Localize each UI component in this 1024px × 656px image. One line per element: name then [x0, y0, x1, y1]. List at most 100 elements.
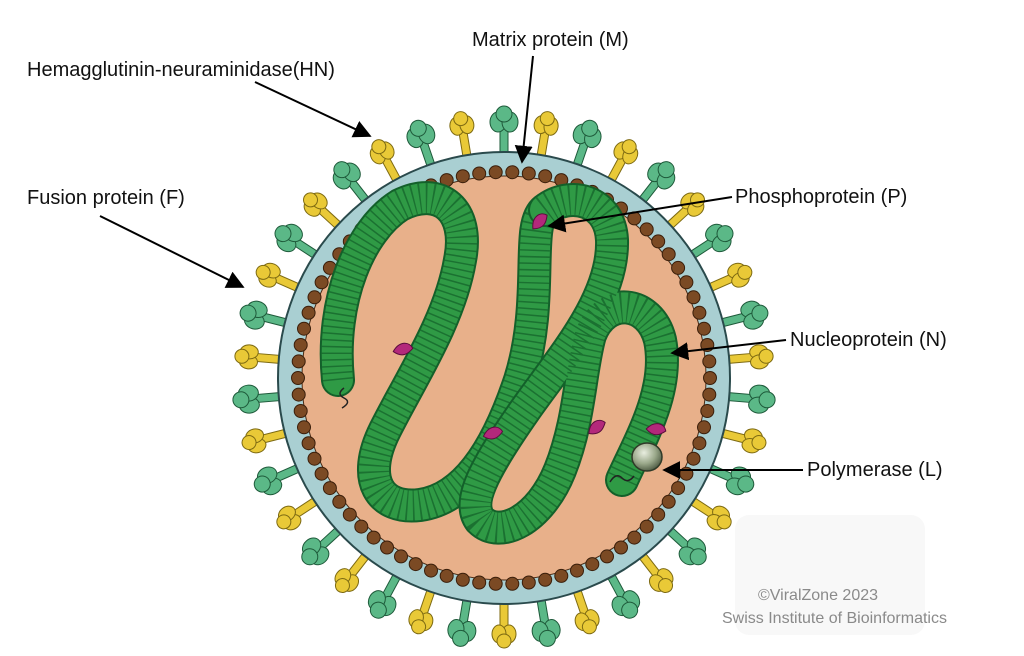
matrix-bead [297, 321, 311, 336]
ribbon-segments [460, 185, 677, 543]
rna-tail-right [609, 475, 635, 483]
matrix-bead [538, 572, 553, 587]
matrix-bead [291, 387, 306, 402]
matrix-bead [585, 557, 600, 572]
arrow-n [670, 339, 787, 361]
matrix-bead [291, 354, 306, 369]
matrix-bead [697, 321, 711, 336]
hn-spike [239, 300, 293, 330]
matrix-bead [661, 247, 676, 262]
matrix-bead [702, 387, 717, 402]
matrix-bead [307, 290, 322, 305]
matrix-bead [455, 169, 470, 184]
matrix-bead [692, 305, 707, 320]
label-phosphoprotein: Phosphoprotein (P) [735, 186, 907, 208]
matrix-bead [301, 436, 316, 451]
hn-spike [703, 462, 755, 496]
matrix-bead [671, 481, 686, 496]
f-spike [571, 584, 600, 635]
matrix-bead [661, 494, 676, 509]
credit-line-1: ©ViralZone 2023 [758, 587, 878, 604]
matrix-bead [472, 575, 487, 590]
matrix-bead [692, 436, 707, 451]
matrix-bead [314, 275, 329, 290]
matrix-bead [570, 563, 584, 578]
credit-line-2: Swiss Institute of Bioinformatics [722, 610, 947, 627]
matrix-bead [697, 420, 711, 435]
matrix-bead [627, 530, 642, 545]
matrix-bead [505, 576, 520, 591]
phosphoprotein-icon [482, 426, 504, 440]
rna-tail-left [339, 387, 349, 409]
matrix-bead [538, 169, 553, 184]
phosphoprotein-icon [645, 423, 667, 436]
hn-spike [253, 462, 305, 496]
phosphoprotein-group [392, 213, 667, 440]
matrix-bead [455, 572, 470, 587]
label-fusion-protein: Fusion protein (F) [27, 187, 185, 209]
matrix-bead [488, 576, 503, 591]
matrix-bead [521, 575, 536, 590]
f-spike [722, 344, 774, 370]
nucleocapsid-ribbons [319, 181, 679, 545]
label-hemagglutinin-neuraminidase: Hemagglutinin-neuraminidase(HN) [27, 59, 335, 81]
phosphoprotein-icon [588, 419, 606, 435]
f-spike [491, 597, 517, 649]
matrix-bead [554, 568, 569, 583]
hn-spike [489, 105, 519, 159]
matrix-bead [651, 507, 666, 522]
matrix-bead [297, 420, 311, 435]
matrix-bead [671, 260, 686, 275]
matrix-bead [472, 166, 487, 181]
matrix-bead [600, 549, 614, 564]
matrix-bead [314, 466, 329, 481]
hn-spike [232, 384, 286, 414]
matrix-bead [332, 494, 347, 509]
polymerase-icon [631, 442, 663, 472]
hn-spike [722, 384, 776, 414]
matrix-bead [293, 404, 308, 418]
matrix-bead [651, 234, 666, 249]
matrix-bead [521, 166, 536, 181]
f-spike [449, 111, 475, 163]
arrow-hn [254, 81, 372, 138]
matrix-bead [408, 557, 423, 572]
matrix-bead [686, 290, 701, 305]
f-spike [234, 344, 286, 370]
matrix-bead [322, 481, 337, 496]
label-polymerase: Polymerase (L) [807, 459, 943, 481]
ribbon-segments [321, 183, 557, 521]
credit-watermark-box [735, 515, 925, 635]
matrix-bead [702, 354, 717, 369]
matrix-bead [703, 371, 717, 385]
f-spike [533, 111, 559, 163]
matrix-bead [366, 530, 381, 545]
matrix-bead [354, 519, 369, 534]
f-spike [408, 584, 437, 635]
matrix-bead [488, 165, 503, 180]
f-spike [604, 139, 639, 188]
phosphoprotein-icon [392, 342, 414, 356]
matrix-bead [293, 338, 308, 352]
phosphoprotein-icon [532, 213, 548, 230]
arrow-f [99, 215, 245, 288]
f-spike [241, 427, 293, 454]
matrix-bead [307, 451, 322, 466]
matrix-bead [686, 451, 701, 466]
matrix-bead [679, 275, 694, 290]
matrix-bead [342, 507, 357, 522]
label-matrix-protein: Matrix protein (M) [472, 29, 629, 51]
matrix-bead [614, 540, 628, 555]
matrix-bead [439, 568, 454, 583]
arrow-p [547, 196, 733, 233]
matrix-bead [639, 222, 654, 237]
matrix-bead [394, 549, 408, 564]
matrix-bead [639, 519, 654, 534]
matrix-bead [301, 305, 316, 320]
matrix-bead [291, 371, 305, 385]
matrix-bead [700, 404, 715, 418]
matrix-bead [505, 165, 520, 180]
arrow-m [514, 55, 534, 164]
